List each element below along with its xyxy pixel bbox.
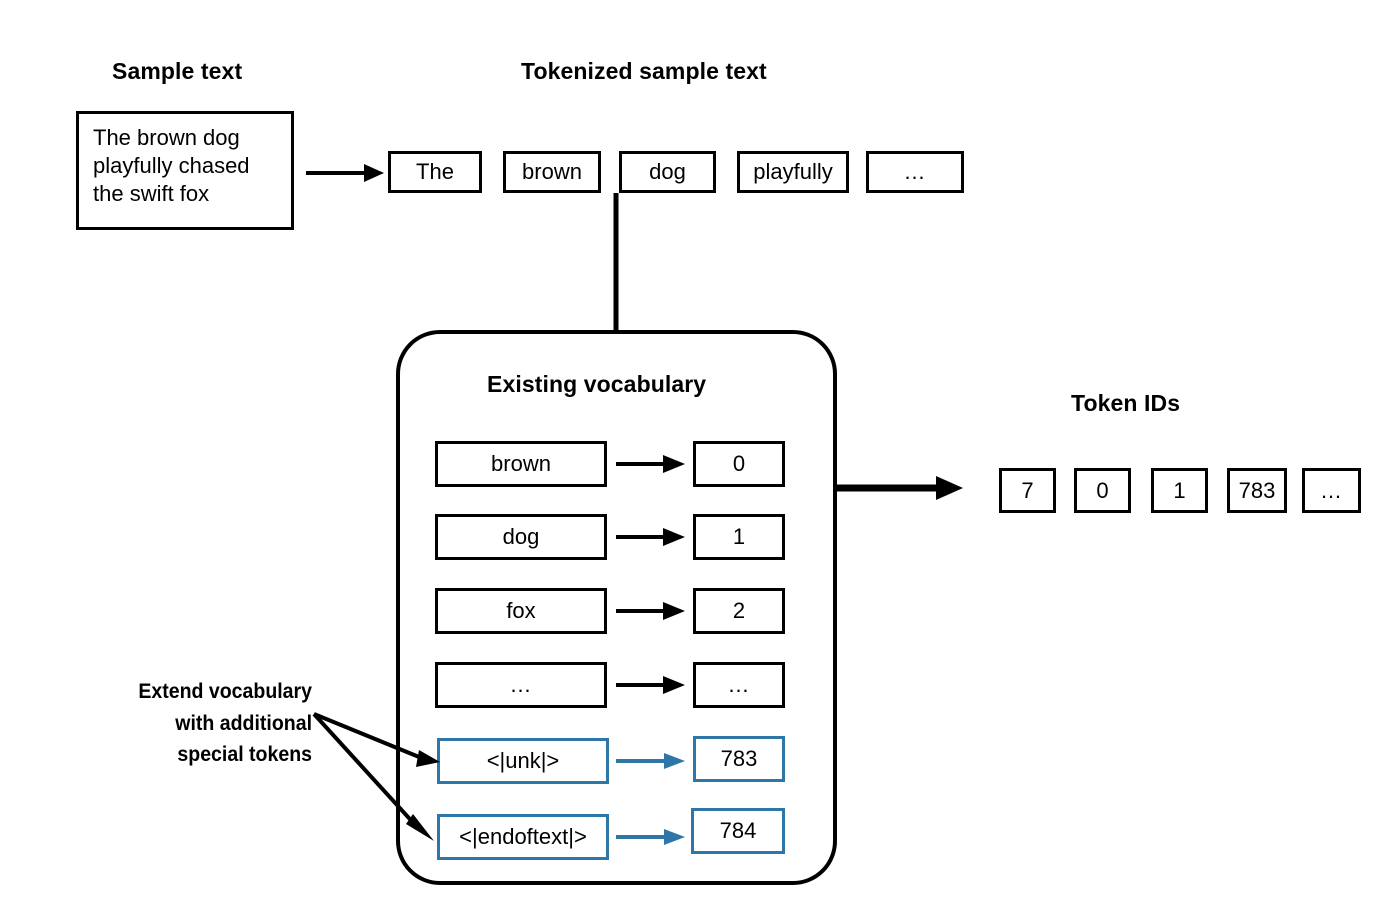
vocab-special-word-box-endoftext[interactable]: <|endoftext|> <box>437 814 609 860</box>
sample-text-heading: Sample text <box>112 58 243 84</box>
vocab-special-word-box-unk[interactable]: <|unk|> <box>437 738 609 784</box>
annotation-pointer-arrows <box>312 712 440 841</box>
vocab-id-box-ellipsis: … <box>693 662 785 708</box>
arrow-vocab-row-1 <box>616 455 685 473</box>
sample-text-line-3: the swift fox <box>93 181 210 207</box>
token-id-box[interactable]: 783 <box>1227 468 1287 513</box>
vocab-word-box[interactable]: fox <box>435 588 607 634</box>
annotation-line-1: Extend vocabulary <box>138 680 312 703</box>
extend-vocabulary-annotation: Extend vocabulary with additional specia… <box>96 676 312 771</box>
token-id-box-ellipsis: … <box>1302 468 1361 513</box>
vocab-word-box[interactable]: brown <box>435 441 607 487</box>
token-id-box[interactable]: 1 <box>1151 468 1208 513</box>
sample-text-box: The brown dog playfully chased the swift… <box>76 111 294 230</box>
annotation-line-2: with additional <box>175 711 312 735</box>
token-box[interactable]: brown <box>503 151 601 193</box>
vocab-word-box-ellipsis: … <box>435 662 607 708</box>
token-id-box[interactable]: 7 <box>999 468 1056 513</box>
token-box-ellipsis: … <box>866 151 964 193</box>
annotation-line-3: special tokens <box>177 743 312 766</box>
token-box[interactable]: dog <box>619 151 716 193</box>
token-ids-heading: Token IDs <box>1071 390 1181 416</box>
arrow-vocab-row-4 <box>616 676 685 694</box>
existing-vocabulary-heading: Existing vocabulary <box>487 371 707 397</box>
token-id-box[interactable]: 0 <box>1074 468 1131 513</box>
token-box[interactable]: The <box>388 151 482 193</box>
vocab-id-box[interactable]: 2 <box>693 588 785 634</box>
vocab-word-box[interactable]: dog <box>435 514 607 560</box>
sample-text-line-2: playfully chased <box>93 153 250 179</box>
arrow-sample-to-tokens <box>306 164 384 182</box>
vocab-special-id-box-783[interactable]: 783 <box>693 736 785 782</box>
connector-tokens-to-vocabulary <box>613 193 619 333</box>
sample-text-line-1: The brown dog <box>93 125 240 150</box>
vocab-id-box[interactable]: 1 <box>693 514 785 560</box>
arrow-vocab-row-2 <box>616 528 685 546</box>
token-box[interactable]: playfully <box>737 151 849 193</box>
arrow-vocab-special-endoftext <box>616 829 685 845</box>
arrow-vocab-row-3 <box>616 602 685 620</box>
vocab-id-box[interactable]: 0 <box>693 441 785 487</box>
arrow-vocab-special-unk <box>616 753 685 769</box>
vocab-special-id-box-784[interactable]: 784 <box>691 808 785 854</box>
arrow-vocabulary-to-token-ids <box>836 476 963 500</box>
tokenized-sample-text-heading: Tokenized sample text <box>521 58 767 84</box>
